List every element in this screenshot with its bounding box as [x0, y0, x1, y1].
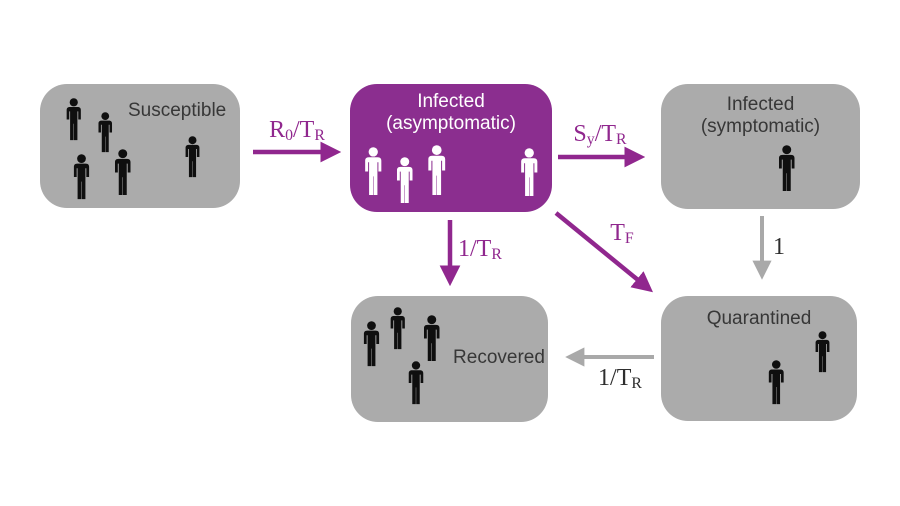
- edge-label-text: /T: [594, 121, 617, 147]
- person-icon: [387, 307, 409, 350]
- edge-label-sub: R: [491, 245, 502, 263]
- edge-label-text: R: [269, 117, 286, 143]
- node-infected-asymptomatic-label: Infected(asymptomatic): [350, 91, 552, 135]
- node-susceptible-label: Susceptible: [128, 100, 227, 121]
- label-line2: (asymptomatic): [386, 113, 516, 134]
- person-icon: [765, 360, 788, 405]
- edge-label-text: S: [573, 121, 587, 147]
- person-icon: [111, 149, 135, 196]
- person-icon: [70, 154, 93, 200]
- label-line1: Infected: [417, 91, 485, 112]
- edge-label-text: 1/T: [458, 236, 492, 262]
- node-infected-symptomatic: Infected(symptomatic): [661, 84, 860, 209]
- edge-label-sub: R: [631, 374, 642, 392]
- node-infected-symptomatic-label: Infected(symptomatic): [661, 94, 860, 138]
- person-icon: [182, 136, 203, 178]
- node-quarantined: Quarantined: [661, 296, 857, 421]
- edge-label-one: 1: [773, 234, 785, 260]
- node-quarantined-label: Quarantined: [706, 308, 812, 329]
- label-line1: Infected: [726, 94, 795, 115]
- person-icon: [812, 331, 833, 373]
- edge-label-sub: R: [616, 130, 627, 148]
- node-infected-asymptomatic: Infected(asymptomatic): [350, 84, 552, 212]
- edge-label-sub: F: [624, 229, 634, 247]
- person-icon: [360, 321, 383, 367]
- person-icon: [517, 148, 542, 197]
- edge-label-sy-tr: Sy/TR: [556, 121, 644, 147]
- label-line2: (symptomatic): [700, 116, 821, 137]
- person-icon: [63, 98, 85, 141]
- edge-label-text: T: [610, 220, 625, 246]
- edge-label-sub: y: [586, 130, 595, 148]
- edge-label-r0-tr: R0/TR: [253, 117, 341, 143]
- edge-label-1-tr-down: 1/TR: [458, 236, 502, 262]
- node-recovered-label: Recovered: [453, 347, 545, 368]
- person-icon: [420, 315, 444, 362]
- person-icon: [361, 147, 386, 196]
- edge-label-text: 1/T: [598, 365, 632, 391]
- edge-label-sub: 0: [285, 126, 294, 144]
- edge-label-sub: R: [314, 126, 325, 144]
- person-icon: [405, 361, 427, 405]
- edge-label-text: /T: [293, 117, 315, 143]
- person-icon: [424, 145, 450, 196]
- node-recovered: Recovered: [351, 296, 548, 422]
- edge-label-1-tr-bottom: 1/TR: [580, 365, 660, 391]
- person-icon: [775, 145, 799, 192]
- person-icon: [393, 157, 417, 204]
- node-susceptible: Susceptible: [40, 84, 240, 208]
- edge-label-text: 1: [773, 234, 785, 260]
- person-icon: [95, 112, 116, 153]
- edge-label-tf: TF: [598, 220, 646, 246]
